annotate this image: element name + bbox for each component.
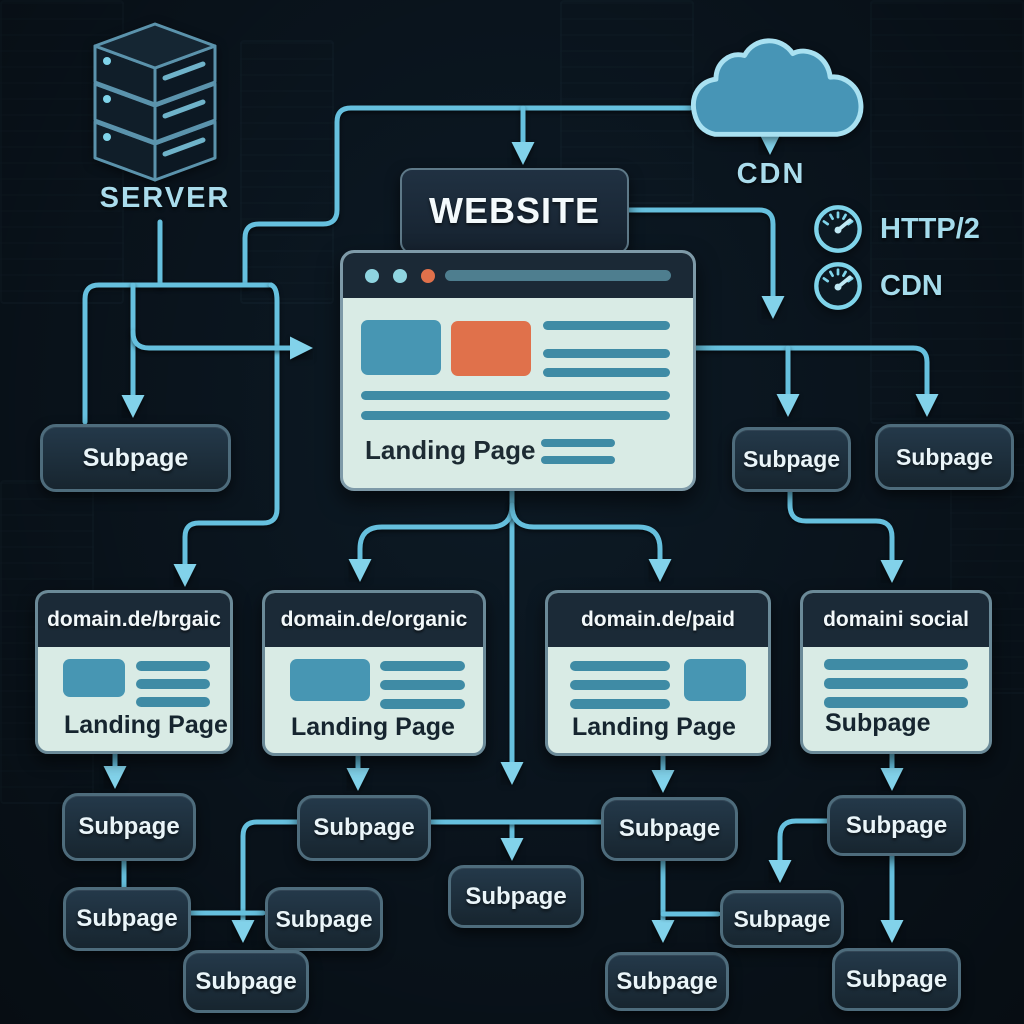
card-url: domain.de/organic (265, 593, 483, 647)
thumb-block (684, 659, 746, 701)
window-dot-icon (393, 269, 407, 283)
text-line (543, 321, 670, 330)
cdn-cloud-icon (683, 24, 871, 154)
subpage-node: Subpage (62, 793, 196, 861)
card-page-label: Landing Page (291, 713, 455, 741)
subpage-node: Subpage (63, 887, 191, 951)
subpage-node: Subpage (448, 865, 584, 928)
card-page-label: Landing Page (572, 713, 736, 741)
browser-titlebar (343, 253, 693, 298)
url-bar (445, 270, 671, 281)
thumb-block (290, 659, 370, 701)
landing-page-label: Landing Page (365, 435, 536, 465)
text-line (824, 678, 968, 689)
text-line (361, 411, 670, 420)
badge-cdn-label: CDN (880, 269, 943, 302)
card-page-label: Subpage (825, 709, 931, 737)
badge-cdn: CDN (812, 260, 943, 312)
subpage-node: Subpage (720, 890, 844, 948)
text-line (380, 661, 465, 671)
text-line (543, 349, 670, 358)
card-url: domain.de/paid (548, 593, 768, 647)
badge-http2-label: HTTP/2 (880, 212, 980, 245)
hero-block-teal (361, 320, 441, 375)
text-line (570, 661, 670, 671)
browser-window: Landing Page (340, 250, 696, 491)
card-domain-social: domaini social Subpage (800, 590, 992, 754)
server-label: SERVER (99, 182, 231, 214)
hero-block-orange (451, 321, 531, 376)
text-line (541, 456, 615, 464)
speedometer-icon (814, 262, 862, 310)
text-line (543, 368, 670, 377)
text-line (136, 661, 210, 671)
subpage-node: Subpage (183, 950, 309, 1013)
subpage-node: Subpage (601, 797, 738, 861)
text-line (136, 679, 210, 689)
text-line (361, 391, 670, 400)
card-domain-brgaic: domain.de/brgaic Landing Page (35, 590, 233, 754)
subpage-node: Subpage (605, 952, 729, 1011)
window-dot-icon (421, 269, 435, 283)
text-line (380, 699, 465, 709)
text-line (570, 680, 670, 690)
cdn-cloud-label: CDN (736, 158, 806, 190)
text-line (824, 697, 968, 708)
card-url: domain.de/brgaic (38, 593, 230, 647)
badge-http2: HTTP/2 (812, 203, 980, 255)
text-line (380, 680, 465, 690)
card-page-label: Landing Page (64, 711, 228, 739)
text-line (541, 439, 615, 447)
subpage-node: Subpage (832, 948, 961, 1011)
thumb-block (63, 659, 125, 697)
subpage-node: Subpage (297, 795, 431, 861)
text-line (136, 697, 210, 707)
subpage-node: Subpage (875, 424, 1014, 490)
speedometer-icon (814, 205, 862, 253)
text-line (570, 699, 670, 709)
website-node: WEBSITE (400, 168, 629, 254)
card-url: domaini social (803, 593, 989, 647)
subpage-node: Subpage (827, 795, 966, 856)
card-domain-paid: domain.de/paid Landing Page (545, 590, 771, 756)
window-dot-icon (365, 269, 379, 283)
server-icon (65, 18, 245, 188)
text-line (824, 659, 968, 670)
subpage-node: Subpage (40, 424, 231, 492)
subpage-node: Subpage (732, 427, 851, 492)
card-domain-organic: domain.de/organic Landing Page (262, 590, 486, 756)
subpage-node: Subpage (265, 887, 383, 951)
